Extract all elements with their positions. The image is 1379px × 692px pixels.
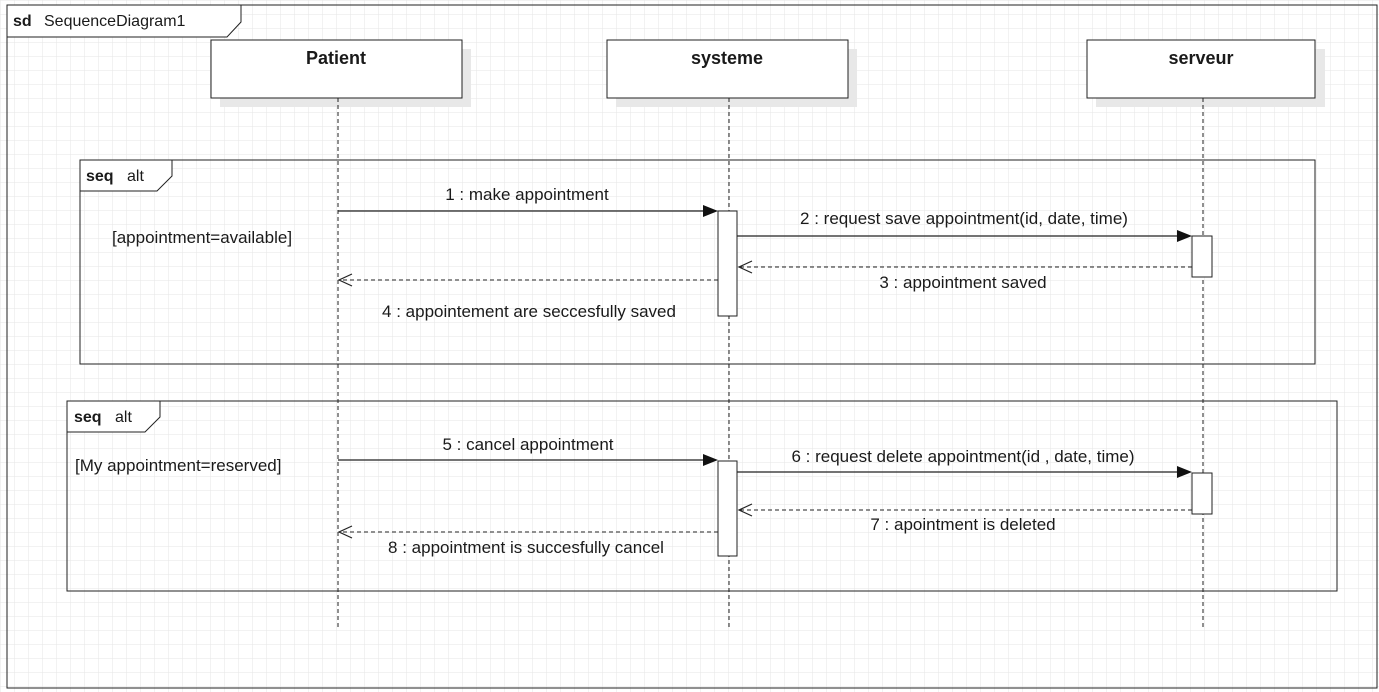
message-6[interactable]: 6 : request delete appointment(id , date… <box>737 447 1192 478</box>
message-6-arrowhead <box>1177 466 1192 478</box>
fragment-1-operator: alt <box>127 168 144 185</box>
frame-tab <box>6 4 242 38</box>
lifeline-systeme[interactable]: systeme <box>606 39 857 628</box>
fragment-1-tab <box>79 159 173 192</box>
diagram-frame <box>6 4 1378 689</box>
activation-serveur-1 <box>1191 235 1213 278</box>
message-2-arrowhead <box>1177 230 1192 242</box>
message-1-arrowhead <box>703 205 718 217</box>
fragment-2-operator: alt <box>115 409 132 426</box>
message-5[interactable]: 5 : cancel appointment <box>338 435 718 466</box>
message-7[interactable]: 7 : apointment is deleted <box>737 503 1192 534</box>
fragment-2-tab <box>66 400 161 433</box>
message-7-label: 7 : apointment is deleted <box>870 515 1055 534</box>
fragment-2-frame <box>66 400 1338 592</box>
message-3[interactable]: 3 : appointment saved <box>737 260 1192 292</box>
lifeline-serveur-head[interactable] <box>1086 39 1316 99</box>
message-7-arrowhead <box>737 503 753 517</box>
message-3-label: 3 : appointment saved <box>879 273 1046 292</box>
message-2[interactable]: 2 : request save appointment(id, date, t… <box>737 209 1192 242</box>
lifeline-patient-name: Patient <box>306 48 366 68</box>
message-2-label: 2 : request save appointment(id, date, t… <box>800 209 1128 228</box>
fragment-2-keyword: seq <box>74 409 102 426</box>
message-5-arrowhead <box>703 454 718 466</box>
message-8-label: 8 : appointment is succesfully cancel <box>388 538 664 557</box>
lifeline-serveur-name: serveur <box>1168 48 1233 68</box>
message-1-label: 1 : make appointment <box>445 185 609 204</box>
fragment-1-guard: [appointment=available] <box>112 228 292 247</box>
activation-serveur-2 <box>1191 472 1213 515</box>
message-8-arrowhead <box>337 525 353 539</box>
lifeline-patient[interactable]: Patient <box>210 39 471 628</box>
frame-title: SequenceDiagram1 <box>44 13 186 30</box>
lifeline-serveur[interactable]: serveur <box>1086 39 1325 628</box>
fragment-1-frame <box>79 159 1316 365</box>
message-4-label: 4 : appointement are seccesfully saved <box>382 302 676 321</box>
message-5-label: 5 : cancel appointment <box>442 435 613 454</box>
activation-systeme-1 <box>717 210 738 317</box>
message-8[interactable]: 8 : appointment is succesfully cancel <box>337 525 718 557</box>
message-4[interactable]: 4 : appointement are seccesfully saved <box>337 273 718 321</box>
message-3-arrowhead <box>737 260 753 274</box>
message-4-arrowhead <box>337 273 353 287</box>
fragment-2-guard: [My appointment=reserved] <box>75 456 281 475</box>
lifeline-systeme-head[interactable] <box>606 39 849 99</box>
lifeline-patient-head[interactable] <box>210 39 463 99</box>
message-1[interactable]: 1 : make appointment <box>338 185 718 217</box>
message-6-label: 6 : request delete appointment(id , date… <box>791 447 1134 466</box>
frame-keyword: sd <box>13 13 32 30</box>
fragment-1-keyword: seq <box>86 168 114 185</box>
lifeline-systeme-name: systeme <box>691 48 763 68</box>
combined-fragment-1[interactable]: seq alt [appointment=available] <box>79 159 1316 365</box>
activation-systeme-2 <box>717 460 738 557</box>
combined-fragment-2[interactable]: seq alt [My appointment=reserved] <box>66 400 1338 592</box>
